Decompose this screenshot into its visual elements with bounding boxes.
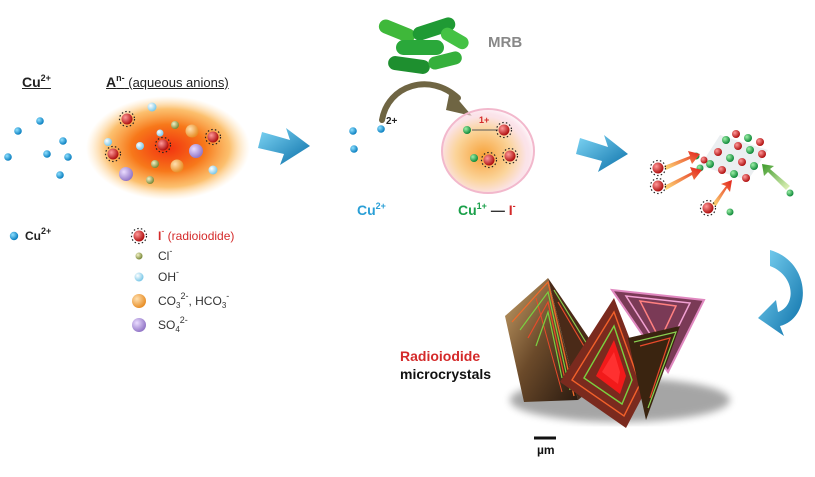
bacteria-icon (378, 17, 469, 74)
anion-header: An- (aqueous anions) (106, 73, 229, 90)
cu-ions-scatter (4, 117, 72, 179)
cu1-iodide-label: Cu1+ — I- (458, 201, 516, 218)
bubble-charge-label: 1+ (479, 115, 490, 125)
radioiodide-label: Radioiodide (400, 348, 481, 364)
reduction-arrow (379, 81, 472, 123)
legend-sulfate: SO42- (158, 315, 188, 334)
legend-hydroxide: OH- (158, 267, 179, 284)
crystal-lattice (649, 130, 794, 217)
cu2-label: Cu2+ (357, 201, 386, 218)
rotate-arrow (758, 250, 803, 336)
legend-chloride: Cl- (158, 246, 173, 263)
cu-ion-charge: 2+ (386, 116, 398, 127)
process-arrow-1 (258, 128, 310, 165)
mrb-label: MRB (488, 34, 523, 51)
legend-iodide: I- (radioiodide) (158, 226, 235, 243)
legend-carbonate: CO32-, HCO3- (158, 291, 230, 310)
cu-legend-label: Cu2+ (25, 226, 52, 243)
process-arrow-2 (576, 135, 628, 172)
microcrystal-pyramids (505, 278, 730, 428)
reaction-bubble (441, 108, 535, 194)
anion-cloud (86, 96, 250, 200)
scale-bar-label: µm (537, 443, 555, 457)
middle-cu-ions (349, 125, 385, 153)
cu-header: Cu2+ (22, 73, 51, 90)
microcrystals-label: microcrystals (400, 366, 492, 382)
legend-icons (9, 227, 148, 332)
